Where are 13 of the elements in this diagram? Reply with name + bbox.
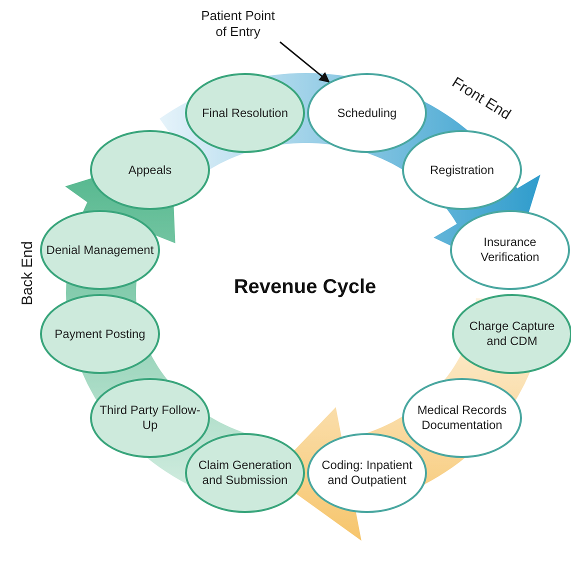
stage-ellipse: Claim Generation and Submission [185, 433, 305, 513]
stage-ellipse: Charge Capture and CDM [452, 294, 571, 374]
diagram-title: Revenue Cycle [232, 275, 378, 300]
stage-ellipse: Medical Records Documentation [402, 378, 522, 458]
leader-line [280, 41, 330, 83]
stage-ellipse: Denial Management [40, 210, 160, 290]
stage-ellipse: Appeals [90, 130, 210, 210]
stage-ellipse: Registration [402, 130, 522, 210]
stage-ellipse: Payment Posting [40, 294, 160, 374]
section-label: Back End [18, 241, 37, 306]
stage-ellipse: Third Party Follow-Up [90, 378, 210, 458]
stage-ellipse: Insurance Verification [450, 210, 570, 290]
entry-label: Patient Point of Entry [196, 8, 280, 40]
